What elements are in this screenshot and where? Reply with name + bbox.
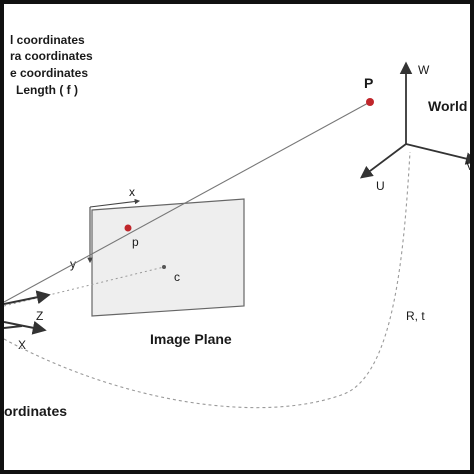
world-v-label: V (466, 159, 474, 173)
legend-line-4: Length ( f ) (16, 83, 78, 97)
world-v-axis-arrow (405, 143, 470, 165)
image-point-label: p (132, 235, 139, 249)
world-w-label: W (418, 63, 430, 77)
camera-z-label: Z (36, 309, 43, 323)
camera-z-axis-arrow (4, 290, 51, 305)
world-point-label: P (364, 75, 373, 91)
camera-x-axis-arrow (4, 320, 47, 335)
camera-model-diagram: l coordinates ra coordinates e coordinat… (4, 33, 474, 419)
rigid-transform-label: R, t (406, 309, 425, 323)
world-u-axis-arrow (359, 143, 407, 179)
image-point-p (124, 224, 132, 232)
image-x-axis-arrow (89, 198, 141, 208)
image-plane-label: Image Plane (150, 331, 232, 347)
camera-axis-stub (4, 325, 23, 329)
principal-point-label: c (174, 270, 180, 284)
rigid-transform-curve (4, 151, 411, 409)
world-u-label: U (376, 179, 385, 193)
image-plane (91, 198, 245, 317)
legend-line-1: l coordinates (10, 33, 85, 47)
legend-line-3: e coordinates (10, 66, 88, 80)
projection-ray (4, 101, 371, 303)
camera-x-label: X (18, 338, 26, 352)
principal-point-c (162, 265, 166, 269)
legend-line-2: ra coordinates (10, 49, 93, 63)
world-point-P (366, 98, 374, 106)
world-frame-label: World C (428, 98, 474, 114)
camera-frame-label: ordinates (4, 403, 67, 419)
image-x-axis-label: x (129, 185, 135, 199)
